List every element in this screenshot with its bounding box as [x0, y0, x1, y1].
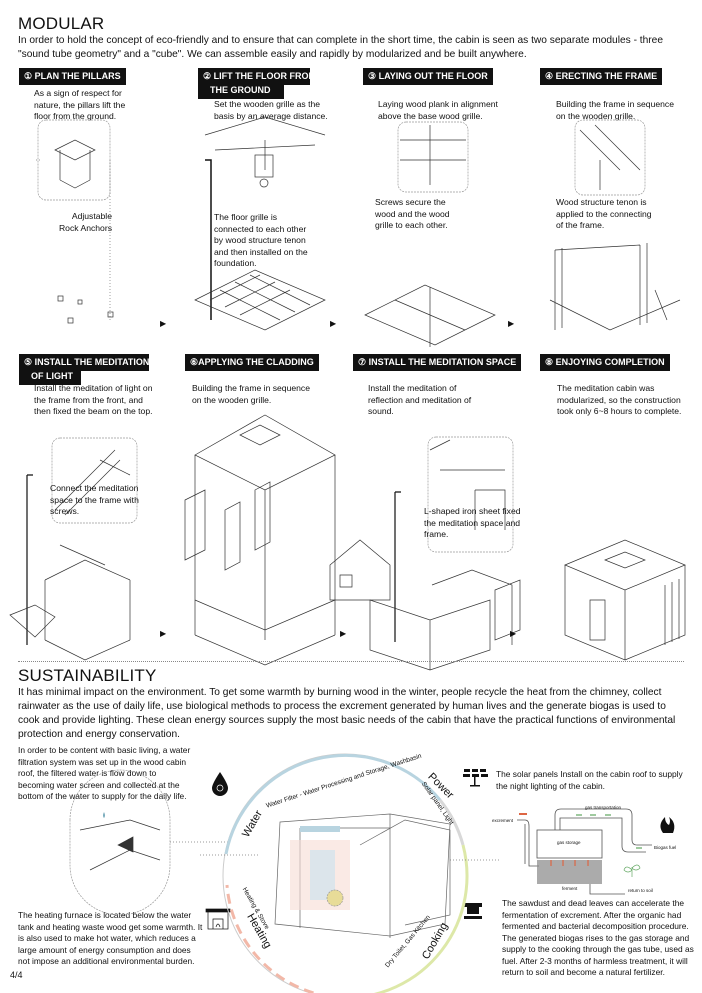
- label-return-to-soil: return to soil: [628, 888, 653, 893]
- step-7-note: L-shaped iron sheet fixed the meditation…: [424, 506, 521, 539]
- step-8-text: The meditation cabin was modularized, so…: [557, 383, 682, 416]
- svg-text:▶: ▶: [330, 319, 337, 328]
- biogas-text: The sawdust and dead leaves can accelera…: [502, 898, 694, 977]
- svg-text:▶: ▶: [340, 629, 347, 638]
- step-2-text: Set the wooden grille as the basis by an…: [214, 99, 328, 121]
- step-2-note: The floor grille is connected to each ot…: [214, 212, 308, 268]
- stove-icon: [464, 903, 482, 919]
- step-6-text: Building the frame in sequence on the wo…: [192, 383, 311, 405]
- modular-title: MODULAR: [18, 14, 105, 33]
- step-4-text: Building the frame in sequence on the wo…: [556, 99, 675, 121]
- step-7-title: ⑦ INSTALL THE MEDITATION SPACE: [353, 354, 522, 371]
- solar-panel-icon: [463, 769, 488, 787]
- step-8-title: ⑧ ENJOYING COMPLETION: [540, 354, 670, 371]
- svg-text:▶: ▶: [510, 629, 517, 638]
- svg-text:▶: ▶: [160, 629, 167, 638]
- label-ferment: ferment: [562, 886, 578, 891]
- flame-icon: [660, 817, 675, 833]
- step-1-text: As a sign of respect for nature, the pil…: [34, 88, 126, 121]
- label-excrement: excrement: [492, 818, 514, 823]
- heating-text: The heating furnace is located below the…: [18, 910, 203, 966]
- step-3-note: Screws secure the wood and the wood gril…: [375, 197, 450, 230]
- water-text: In order to be content with basic living…: [18, 745, 191, 801]
- step-4-note: Wood structure tenon is applied to the c…: [556, 197, 652, 230]
- fireplace-icon: [205, 908, 231, 930]
- step-7-text: Install the meditation of reflection and…: [368, 383, 472, 416]
- svg-text:▶: ▶: [508, 319, 515, 328]
- modular-intro: In order to hold the concept of eco-frie…: [18, 35, 664, 60]
- step-6-title: ⑥APPLYING THE CLADDING: [185, 354, 319, 371]
- step-5-title: ⑤ INSTALL THE MEDITATION: [19, 354, 149, 371]
- step-1-title: ① PLAN THE PILLARS: [19, 68, 126, 85]
- step-2-title-line2: THE GROUND: [198, 82, 284, 99]
- step-5-text: Install the meditation of light on the f…: [34, 383, 153, 416]
- label-gas-storage: gas storage: [557, 840, 581, 845]
- svg-text:▶: ▶: [160, 319, 167, 328]
- sustainability-title: SUSTAINABILITY: [18, 666, 157, 685]
- step-2-title: ② LIFT THE FLOOR FROM: [198, 68, 316, 85]
- step-5-title-line2: OF LIGHT: [19, 368, 81, 385]
- solar-text: The solar panels Install on the cabin ro…: [496, 769, 683, 791]
- step-3-title: ③ LAYING OUT THE FLOOR: [363, 68, 493, 85]
- step-5-note: Connect the meditation space to the fram…: [50, 483, 139, 516]
- label-gas-transportation: gas transportation: [585, 805, 622, 810]
- label-biogas-fuel: Biogas fuel: [654, 845, 677, 850]
- section-divider: [18, 661, 684, 662]
- step-3-text: Laying wood plank in alignment above the…: [378, 99, 498, 121]
- step-4-title: ④ ERECTING THE FRAME: [540, 68, 663, 85]
- sprout-icon: [623, 864, 641, 877]
- water-drop-icon: [212, 772, 228, 796]
- step-1-note: Adjustable Rock Anchors: [58, 211, 112, 233]
- page-number: 4/4: [10, 970, 23, 980]
- sustainability-intro: It has minimal impact on the environment…: [18, 687, 676, 740]
